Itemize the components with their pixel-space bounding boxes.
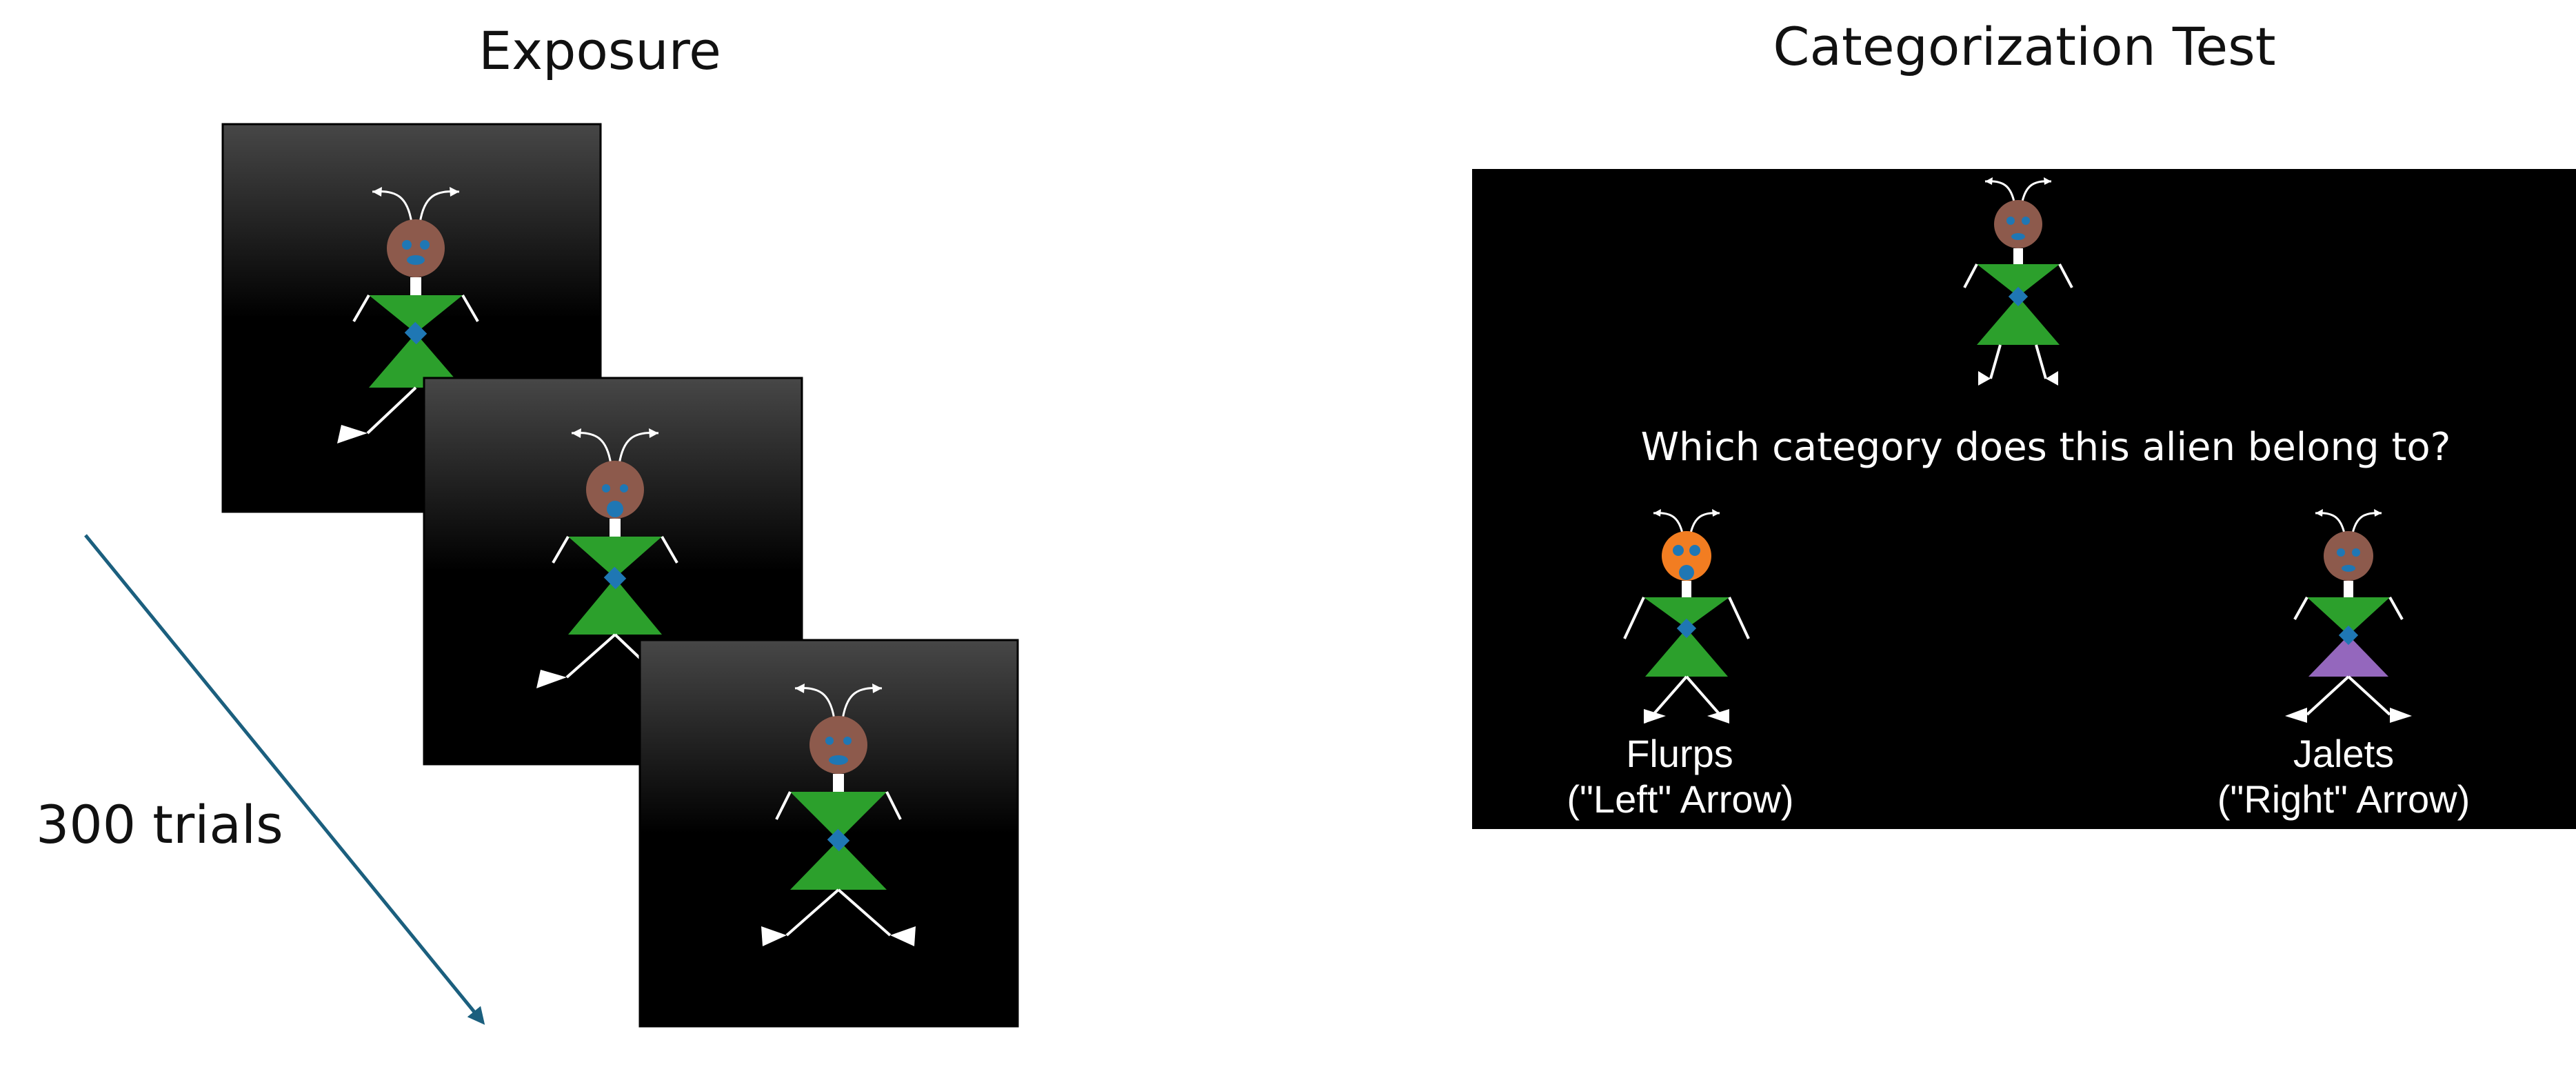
time-arrow bbox=[84, 534, 485, 1025]
flurps-example-alien bbox=[1623, 509, 1750, 724]
jalets-label: Jalets bbox=[2293, 732, 2394, 775]
alien-figure bbox=[337, 187, 479, 443]
jalets-example-alien bbox=[2285, 509, 2412, 723]
trial-screen-1 bbox=[221, 123, 602, 513]
jalets-key-label: ("Right" Arrow) bbox=[2217, 777, 2471, 821]
exposure-title: Exposure bbox=[479, 20, 721, 81]
trials-label: 300 trials bbox=[36, 794, 283, 855]
flurps-key-label: ("Left" Arrow) bbox=[1567, 777, 1793, 821]
test-title: Categorization Test bbox=[1773, 16, 2275, 77]
question-text: Which category does this alien belong to… bbox=[1641, 425, 2451, 470]
trial-screen-3 bbox=[638, 639, 1019, 1028]
alien-figure bbox=[761, 684, 916, 946]
alien-figure bbox=[536, 428, 678, 688]
flurps-label: Flurps bbox=[1626, 732, 1733, 775]
test-screen: Which category does this alien belong to… bbox=[1472, 169, 2576, 829]
target-alien bbox=[1963, 177, 2073, 386]
